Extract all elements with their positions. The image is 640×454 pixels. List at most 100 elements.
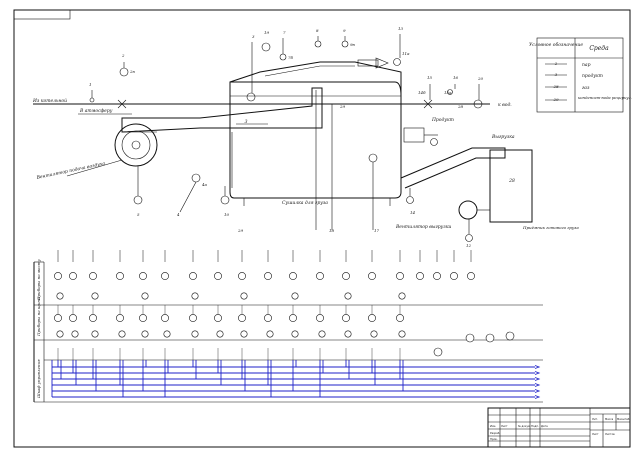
panel-instrument: [139, 314, 147, 322]
local-instrument: [264, 272, 272, 280]
local-instrument-2: [240, 292, 248, 300]
panel-instrument-2: [291, 330, 299, 338]
tag-29: 29: [339, 104, 346, 109]
panel-device: [485, 333, 495, 343]
stamp-mass: Масса: [605, 417, 614, 421]
legend-name-2: продукт: [582, 73, 603, 79]
impulse-lines: [91, 34, 480, 234]
stamp-list: Лист: [501, 424, 508, 428]
unloading-conveyor: [400, 147, 506, 189]
panel-instrument-2: [266, 330, 274, 338]
outlet-label: к вод.: [498, 102, 512, 108]
drive-motor: [403, 127, 425, 143]
inlet-label: Из котельной: [32, 98, 67, 104]
local-instrument: [316, 272, 324, 280]
stamp-izm: Изм.: [490, 424, 496, 428]
local-instrument: [433, 272, 441, 280]
dryer-label: Сушилка для груза: [282, 200, 328, 206]
tag-14b: 14б: [418, 90, 426, 95]
tag-2: 2: [121, 53, 125, 58]
signal-bus: [51, 360, 541, 399]
panel-instrument: [264, 314, 272, 322]
local-instrument: [116, 272, 124, 280]
panel-instrument-2: [216, 330, 224, 338]
tag-15a: 15а: [444, 90, 452, 95]
local-instrument: [396, 272, 404, 280]
panel-instrument: [316, 314, 324, 322]
stamp-doc: № докум.: [518, 425, 531, 428]
panel-instrument: [116, 314, 124, 322]
local-instrument: [289, 272, 297, 280]
local-instrument-2: [291, 292, 299, 300]
legend-col-code: Условное обозначение: [529, 41, 583, 48]
fan-unload-label: Вентилятор выгрузки: [395, 224, 451, 230]
tag-11a: 11а: [402, 51, 410, 56]
local-instrument: [238, 272, 246, 280]
panel-instrument: [189, 314, 197, 322]
outer-frame: [13, 9, 631, 448]
bus-arrow: [534, 371, 541, 375]
tag-9: 9: [343, 28, 346, 33]
legend-name-1: пар: [582, 63, 591, 68]
legend-code-3: 28: [552, 84, 559, 89]
tag-19: 20: [477, 76, 484, 81]
panel-instrument-2: [71, 330, 79, 338]
tag-8: 8: [316, 28, 319, 33]
panel-instrument-2: [91, 330, 99, 338]
product-pipe: [121, 87, 323, 133]
stamp-check: Пров.: [490, 437, 498, 441]
fan-main-label: Вентилятор подача воздуха: [35, 161, 106, 182]
panel-instrument-2: [370, 330, 378, 338]
tag-12: 12: [466, 243, 472, 248]
stamp-sheet: Лист: [592, 432, 599, 436]
panel-device: [505, 331, 515, 341]
tag-4: 4: [176, 212, 180, 217]
tag-16: 17: [374, 228, 380, 233]
bus-arrow: [534, 395, 541, 399]
tag-7b: 7б: [288, 55, 294, 60]
panel-device: [465, 333, 475, 343]
local-instrument: [450, 272, 458, 280]
local-instrument-2: [191, 292, 199, 300]
local-instrument-2: [344, 292, 352, 300]
row-cabinet: Шкаф управления: [36, 359, 41, 399]
local-instrument-2: [91, 292, 99, 300]
tag-14: 15: [427, 75, 433, 80]
panel-instrument-2: [344, 330, 352, 338]
tag-18: 18: [329, 228, 335, 233]
local-instrument: [416, 272, 424, 280]
main-fan: [114, 123, 158, 167]
panel-instrument: [396, 314, 404, 322]
local-instrument: [89, 272, 97, 280]
sensor-bubbles: 2в 2 1 3 19 7б 7 8 9в 9 13 11а 15 14б 15…: [89, 26, 484, 248]
tag-7: 7: [283, 30, 286, 35]
stamp-scale: Масштаб: [617, 417, 630, 421]
title-block-text: Изм. Лист № докум. Подп. Дата Разраб. Пр…: [490, 417, 630, 441]
panel-instrument: [69, 314, 77, 322]
legend-col-name: Среда: [589, 45, 609, 52]
tag-17: 19: [264, 30, 270, 35]
legend-code-2: 3: [555, 72, 558, 77]
local-instrument: [139, 272, 147, 280]
local-instrument: [189, 272, 197, 280]
panel-instrument-2: [191, 330, 199, 338]
tag-4a: 4а: [201, 182, 208, 187]
stamp-date: Дата: [541, 424, 548, 428]
tag-13: 14: [410, 210, 416, 215]
local-instrument: [467, 272, 475, 280]
unload-fan: [458, 200, 478, 220]
panel-instrument: [238, 314, 246, 322]
bus-arrow: [534, 377, 541, 381]
tag-28-line: 29: [237, 228, 244, 233]
local-instrument-2: [56, 292, 64, 300]
panel-instrument: [161, 314, 169, 322]
bus-arrow: [534, 383, 541, 387]
burner: [357, 59, 379, 67]
tag-5: 5: [137, 212, 140, 217]
instrument-table: Приборы по месту Приборы на щите Шкаф уп…: [33, 258, 543, 403]
tag-2v: 2в: [129, 69, 136, 74]
stamp-dev: Разраб.: [490, 431, 500, 435]
tag-9v: 9в: [350, 42, 356, 47]
panel-instrument: [368, 314, 376, 322]
